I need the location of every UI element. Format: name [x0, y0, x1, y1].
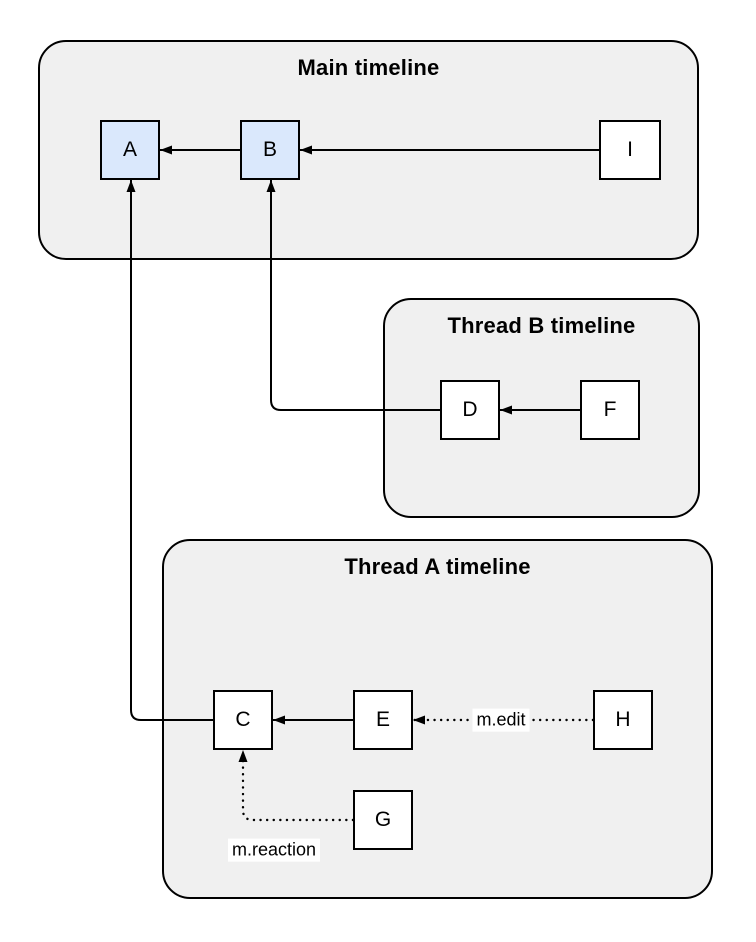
node-G: G: [353, 790, 413, 850]
node-label-F: F: [603, 398, 617, 421]
node-F: F: [580, 380, 640, 440]
node-B: B: [240, 120, 300, 180]
node-D: D: [440, 380, 500, 440]
node-label-A: A: [122, 138, 137, 161]
node-I: I: [599, 120, 661, 180]
node-label-D: D: [462, 398, 478, 421]
group-title-thread-b-timeline: Thread B timeline: [447, 313, 636, 338]
node-label-E: E: [375, 708, 390, 731]
group-title-main-timeline: Main timeline: [297, 55, 440, 80]
edge-g-to-c-label: m.reaction: [227, 838, 321, 862]
node-label-G: G: [374, 808, 392, 831]
node-E: E: [353, 690, 413, 750]
group-thread-b-timeline: Thread B timeline: [383, 298, 700, 518]
node-label-H: H: [615, 708, 631, 731]
node-label-C: C: [235, 708, 251, 731]
node-label-B: B: [262, 138, 277, 161]
node-H: H: [593, 690, 653, 750]
edge-h-to-e-label: m.edit: [472, 708, 530, 732]
group-title-thread-a-timeline: Thread A timeline: [344, 554, 531, 579]
node-label-I: I: [627, 138, 633, 161]
node-A: A: [100, 120, 160, 180]
node-C: C: [213, 690, 273, 750]
